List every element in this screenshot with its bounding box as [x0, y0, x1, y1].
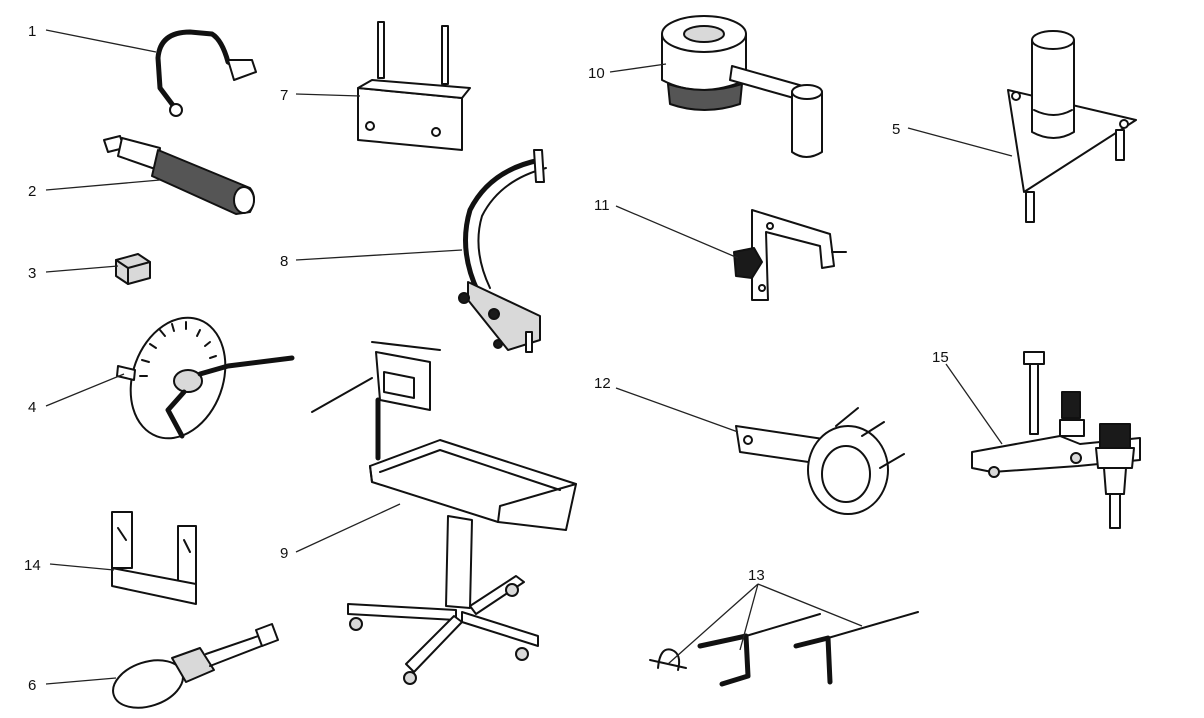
- tool-7-pin-plate: [357, 21, 471, 151]
- leader-6: [45, 677, 117, 685]
- tool-4-degree-wheel: [116, 316, 295, 440]
- tool-9-work-stand: [311, 341, 577, 685]
- tool-1-hook-pin: [155, 29, 257, 117]
- leader-14: [49, 563, 115, 571]
- leader-13a: [667, 583, 759, 665]
- label-14: 14: [24, 557, 41, 574]
- label-13: 13: [748, 567, 765, 584]
- tool-13-fork-pins: [649, 611, 919, 687]
- tool-11-bracket: [733, 209, 847, 301]
- tool-15-fixture: [971, 351, 1141, 529]
- tool-12-ring-lever: [735, 407, 905, 515]
- leader-1: [45, 29, 157, 53]
- label-1: 1: [28, 23, 36, 40]
- leader-9: [295, 503, 401, 553]
- leader-3: [45, 265, 119, 273]
- tool-14-fork-plate: [111, 511, 197, 605]
- leader-lines: [45, 29, 1013, 685]
- tool-6-strap-wrench: [112, 623, 279, 709]
- label-5: 5: [892, 121, 900, 138]
- label-8: 8: [280, 253, 288, 270]
- tool-2-punch-handle: [103, 135, 255, 215]
- callout-labels: 1 2 3 4 14 6 7 8 9 10 11 12 5 15 13: [24, 23, 949, 694]
- tool-8-arc-bracket: [458, 149, 547, 353]
- label-3: 3: [28, 265, 36, 282]
- leader-4: [45, 373, 125, 407]
- label-11: 11: [594, 197, 610, 214]
- leader-8: [295, 249, 463, 261]
- label-12: 12: [594, 375, 611, 392]
- tool-5-triangle-plate: [1007, 30, 1137, 223]
- label-9: 9: [280, 545, 288, 562]
- leader-7: [295, 93, 361, 97]
- leader-2: [45, 179, 161, 191]
- label-4: 4: [28, 399, 36, 416]
- leader-11: [615, 205, 739, 259]
- label-7: 7: [280, 87, 288, 104]
- label-6: 6: [28, 677, 36, 694]
- label-10: 10: [588, 65, 605, 82]
- leader-15: [945, 363, 1003, 445]
- leader-13c: [757, 583, 863, 627]
- tool-3-block: [115, 253, 151, 285]
- leader-5: [907, 127, 1013, 157]
- leader-13b: [739, 583, 759, 651]
- label-2: 2: [28, 183, 36, 200]
- leader-10: [609, 63, 667, 73]
- leader-12: [615, 387, 739, 433]
- label-15: 15: [932, 349, 949, 366]
- tool-10-collar-arm: [661, 15, 823, 158]
